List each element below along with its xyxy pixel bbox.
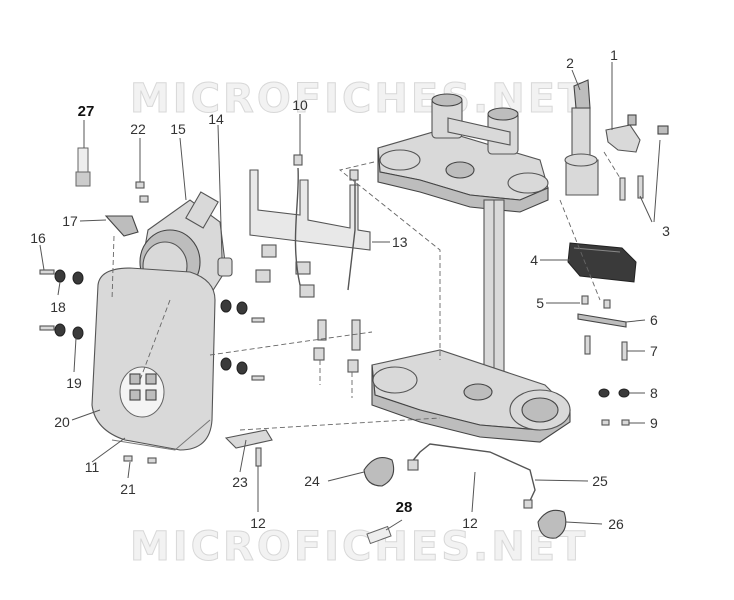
turn-signal-bar-part-25 [407, 443, 536, 509]
grommets-part-8 [598, 388, 630, 398]
callout-4: 4 [530, 252, 538, 268]
bracket-part-1 [605, 114, 641, 153]
callout-22: 22 [130, 121, 146, 137]
callout-20: 20 [54, 414, 70, 430]
turn-signal-part-26 [537, 509, 567, 539]
callout-2: 2 [566, 55, 574, 71]
watermark-bottom: MICROFICHES.NET [130, 524, 588, 570]
control-unit-part-4 [567, 242, 637, 283]
bolts-part-7 [584, 335, 628, 361]
front-fairing-part-20 [91, 267, 216, 451]
callout-27: 27 [78, 103, 95, 120]
assembly-lines [111, 151, 621, 431]
clips-part-17 [104, 181, 149, 237]
callout-28: 28 [396, 499, 413, 516]
callout-9: 9 [650, 415, 658, 431]
connector-part-14 [217, 257, 233, 277]
callout-8: 8 [650, 385, 658, 401]
clips-part-21 [123, 455, 157, 464]
callout-10: 10 [292, 97, 308, 113]
callout-19: 19 [66, 375, 82, 391]
strip-part-6 [577, 295, 627, 328]
callout-11: 11 [85, 459, 100, 475]
callout-1: 1 [610, 47, 618, 63]
callout-21: 21 [120, 481, 136, 497]
nuts-part-9 [601, 419, 630, 426]
callout-12-right: 12 [462, 515, 478, 531]
callout-6: 6 [650, 312, 658, 328]
callout-12-left: 12 [250, 515, 266, 531]
callout-26: 26 [608, 516, 624, 532]
leader-lines [39, 62, 661, 531]
fasteners-right [220, 299, 265, 381]
ignition-lock [564, 79, 599, 196]
headlight-bracket [249, 154, 371, 373]
bulb-part-28 [366, 525, 392, 545]
callout-25: 25 [592, 473, 608, 489]
bulb-part-27 [75, 147, 91, 187]
callout-14: 14 [208, 111, 224, 127]
callout-16: 16 [30, 230, 46, 246]
callout-3: 3 [662, 223, 670, 239]
callout-labels: 1 2 3 4 5 6 7 8 9 10 11 12 12 13 14 15 1… [30, 47, 670, 532]
turn-signal-part-24 [363, 457, 395, 487]
callout-15: 15 [170, 121, 186, 137]
bracket-part-23 [224, 429, 273, 467]
callout-5: 5 [536, 295, 544, 311]
fasteners-left [39, 269, 84, 340]
steering-stem-assembly [371, 93, 571, 443]
callout-13: 13 [392, 234, 408, 250]
callout-24: 24 [304, 473, 320, 489]
callout-17: 17 [62, 213, 78, 229]
callout-18: 18 [50, 299, 66, 315]
callout-23: 23 [232, 474, 248, 490]
watermark-top: MICROFICHES.NET [130, 76, 588, 122]
callout-7: 7 [650, 343, 658, 359]
